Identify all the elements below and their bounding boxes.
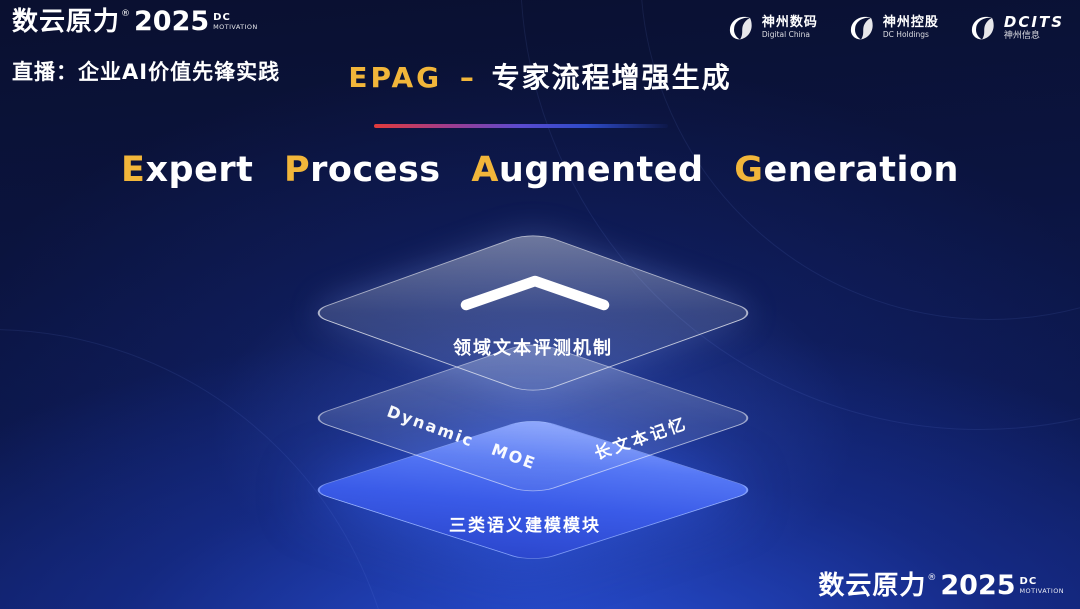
- slide-heading-cn: 专家流程增强生成: [491, 61, 732, 94]
- partner-text: DCITS 神州信息: [1004, 13, 1064, 42]
- partner-name-en: DC Holdings: [882, 30, 929, 40]
- swoosh-icon: [971, 16, 994, 40]
- partner-digital-china: 神州数码 Digital China: [725, 12, 818, 42]
- brand-sub-line1: DC: [213, 12, 231, 23]
- partner-text: 神州数码 Digital China: [762, 15, 818, 40]
- main-title: Expert Process Augmented Generation: [0, 150, 1080, 190]
- partner-name-cn: DCITS: [1003, 12, 1064, 31]
- layer-top-label: 领域文本评测机制: [453, 338, 613, 359]
- main-title-word: Generation: [734, 150, 959, 190]
- partner-name-cn: 神州控股: [882, 14, 939, 30]
- partner-name-cn: 神州数码: [761, 14, 818, 30]
- main-title-word: Process: [284, 150, 441, 190]
- partner-name-en: 神州信息: [1003, 30, 1040, 41]
- brand-year: 2025: [940, 570, 1016, 602]
- swoosh-icon: [729, 16, 752, 40]
- brand-sub-line1: DC: [1019, 576, 1038, 588]
- slide-heading-en: EPAG: [348, 61, 443, 94]
- partner-logos: 神州数码 Digital China 神州控股 DC Holdings DCIT…: [725, 12, 1064, 42]
- registered-mark: ®: [121, 9, 131, 19]
- partner-name-en: Digital China: [761, 30, 811, 40]
- main-title-word: Expert: [121, 150, 254, 190]
- brand-logo-bottom-right: 数云原力 ® 2025 DC MOTIVATION: [818, 572, 1064, 601]
- slide-heading-dash: –: [459, 61, 474, 94]
- brand-sub-line2: MOTIVATION: [213, 23, 258, 31]
- main-title-word: Augmented: [471, 150, 704, 190]
- live-label: 直播：企业AI价值先锋实践: [12, 60, 281, 84]
- brand-sub-line2: MOTIVATION: [1019, 587, 1064, 596]
- chevron-up-icon: [460, 275, 610, 311]
- brand-name: 数云原力: [12, 7, 121, 37]
- brand-subtitle: DC MOTIVATION: [213, 13, 257, 31]
- brand-subtitle: DC MOTIVATION: [1020, 577, 1064, 595]
- registered-mark: ®: [927, 573, 937, 584]
- partner-dc-holdings: 神州控股 DC Holdings: [846, 12, 939, 42]
- gradient-divider: [374, 124, 668, 128]
- layer-bottom-label: 三类语义建模模块: [449, 516, 601, 536]
- brand-year: 2025: [134, 6, 210, 37]
- swoosh-icon: [850, 16, 873, 40]
- slide-heading: EPAG – 专家流程增强生成: [0, 56, 1080, 96]
- brand-logo-top-left: 数云原力 ® 2025 DC MOTIVATION: [12, 6, 258, 37]
- partner-dcits: DCITS 神州信息: [967, 12, 1064, 42]
- partner-text: 神州控股 DC Holdings: [883, 15, 939, 40]
- brand-name: 数云原力: [818, 571, 927, 602]
